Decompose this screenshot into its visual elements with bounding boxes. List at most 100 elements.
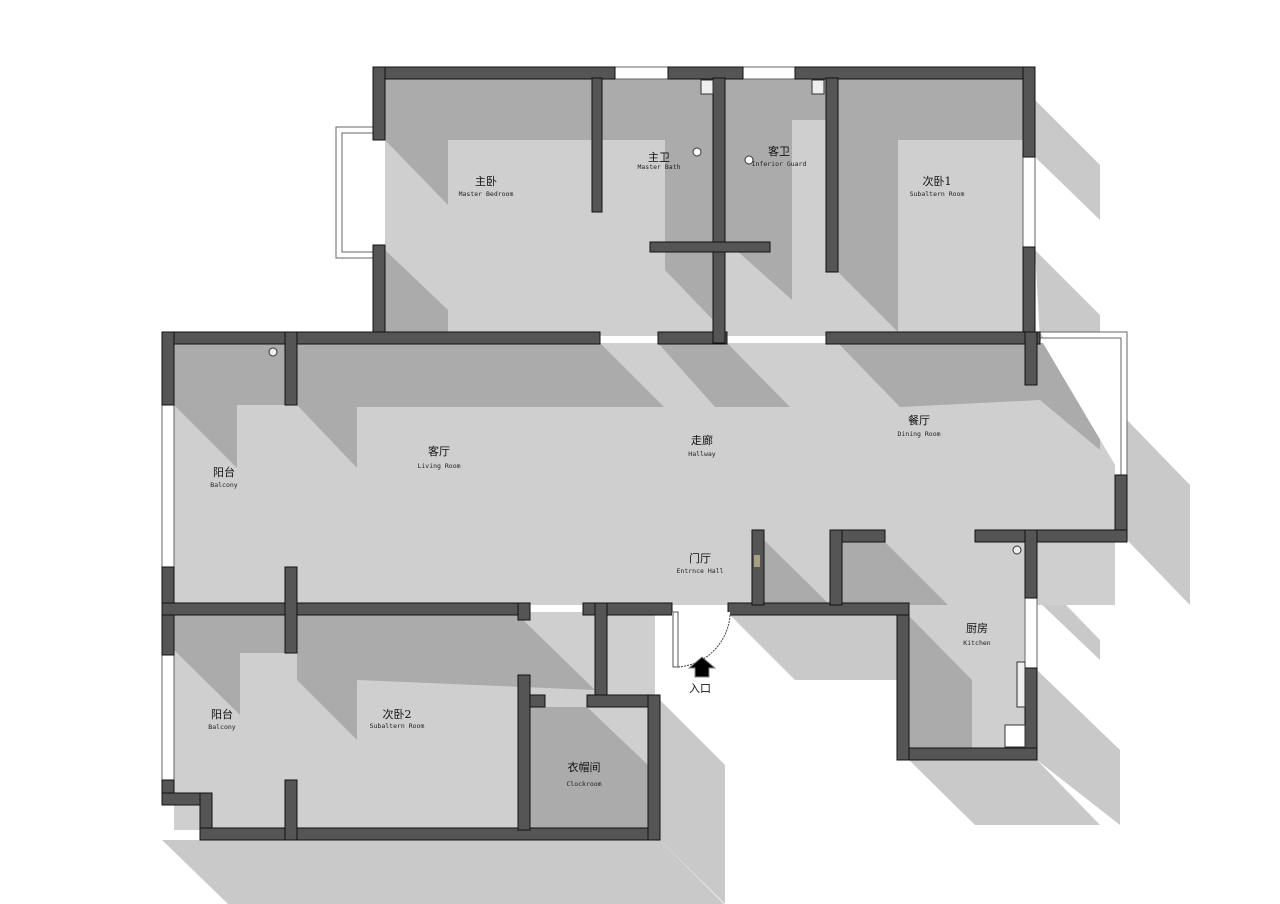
wall (199, 827, 661, 841)
wall (896, 602, 910, 761)
wall (284, 331, 298, 406)
wall (1024, 529, 1038, 599)
window (1024, 597, 1038, 669)
wall (284, 779, 298, 841)
window (742, 66, 796, 80)
shadow (174, 615, 285, 715)
outer-shadow (1035, 100, 1100, 220)
wall (284, 566, 298, 654)
drain-icon (268, 347, 278, 357)
sink-icon (1004, 724, 1026, 748)
fixtures (268, 79, 1026, 748)
shadow (385, 78, 592, 205)
wall (794, 66, 1036, 80)
floor-drain-icon (744, 155, 754, 165)
wall (647, 694, 661, 841)
wall (372, 244, 386, 336)
room-label-cn: 客厅 (428, 444, 450, 458)
shadow (602, 78, 713, 320)
arrow-up-icon (687, 656, 717, 678)
wall (594, 602, 608, 696)
wall (667, 66, 744, 80)
room-label-cn: 主卧 (475, 175, 497, 188)
room-label-cn: 客卫 (768, 144, 790, 158)
wall (161, 331, 175, 406)
room-label-en: Balcony (210, 481, 237, 489)
shadow (908, 615, 972, 750)
bay-window (341, 132, 373, 253)
room-label-en: Balcony (208, 723, 235, 731)
entrance-door[interactable]: 入口 (672, 611, 731, 707)
windows (161, 66, 1128, 781)
floor (607, 612, 655, 697)
room-label-en: Hallway (688, 450, 715, 458)
room-label-cn: 门厅 (689, 551, 711, 565)
shadow (174, 343, 285, 468)
interior-shadows (174, 78, 1115, 830)
room-label-cn: 次卧1 (923, 174, 952, 188)
walls (161, 66, 1128, 841)
shadow (385, 250, 448, 332)
wall (727, 602, 910, 616)
room-label-cn: 次卧2 (383, 707, 412, 721)
wall (896, 747, 1038, 761)
outer-shadow (162, 840, 724, 904)
shadow (764, 540, 830, 605)
outer-shadow (730, 615, 900, 680)
room-label-en: Inferior Guard (752, 160, 807, 168)
room-label-cn: 厨房 (966, 622, 988, 635)
wall (372, 66, 386, 141)
wall (751, 529, 765, 606)
wall (161, 331, 601, 345)
wall (829, 529, 843, 606)
wall (825, 331, 1041, 345)
door-switch (754, 555, 760, 567)
outer-shadow (1037, 670, 1120, 825)
room-label-en: Living Room (417, 462, 460, 470)
outer-shadow (1035, 250, 1100, 340)
window (1022, 156, 1036, 248)
room-label-cn: 阳台 (213, 465, 235, 479)
wall (712, 77, 726, 344)
toilet-icon (811, 79, 825, 95)
room-label-en: Entrnce Hall (677, 567, 724, 575)
wall (1022, 66, 1036, 158)
entrance-label: 入口 (689, 682, 711, 695)
room-label-cn: 衣帽间 (568, 760, 601, 774)
room-label-en: Subaltern Room (910, 190, 965, 198)
wall (1022, 246, 1036, 338)
shadow (658, 343, 790, 407)
room-label-en: Subaltern Room (370, 722, 425, 730)
room-label-en: Master Bedroom (459, 190, 514, 198)
shadow (530, 707, 648, 830)
wall (517, 674, 531, 831)
shadow (297, 615, 595, 740)
wall (1024, 667, 1038, 761)
drain-icon (1012, 545, 1022, 555)
shadow (838, 343, 1115, 450)
wall (591, 77, 603, 213)
wall (529, 694, 546, 708)
wall (825, 77, 839, 273)
wall (1024, 331, 1038, 386)
room-label-en: Clockroom (566, 780, 601, 788)
shadow (838, 78, 1023, 332)
room-label-cn: 走廊 (691, 433, 713, 447)
room-label-cn: 餐厅 (908, 413, 930, 427)
shadow (842, 542, 948, 605)
bay-window (1040, 337, 1122, 475)
room-label-en: Kitchen (963, 639, 990, 647)
room-label-en: Master Bath (637, 163, 680, 171)
shadow (297, 343, 664, 468)
room-label-cn: 主卫 (648, 151, 670, 164)
window (161, 654, 175, 781)
outer-shadow (660, 700, 725, 904)
outer-shadow (1127, 420, 1190, 605)
window (614, 66, 669, 80)
wall (161, 602, 531, 616)
floor-drain-icon (692, 147, 702, 157)
floor-area (174, 78, 1115, 830)
toilet-icon (700, 79, 714, 95)
